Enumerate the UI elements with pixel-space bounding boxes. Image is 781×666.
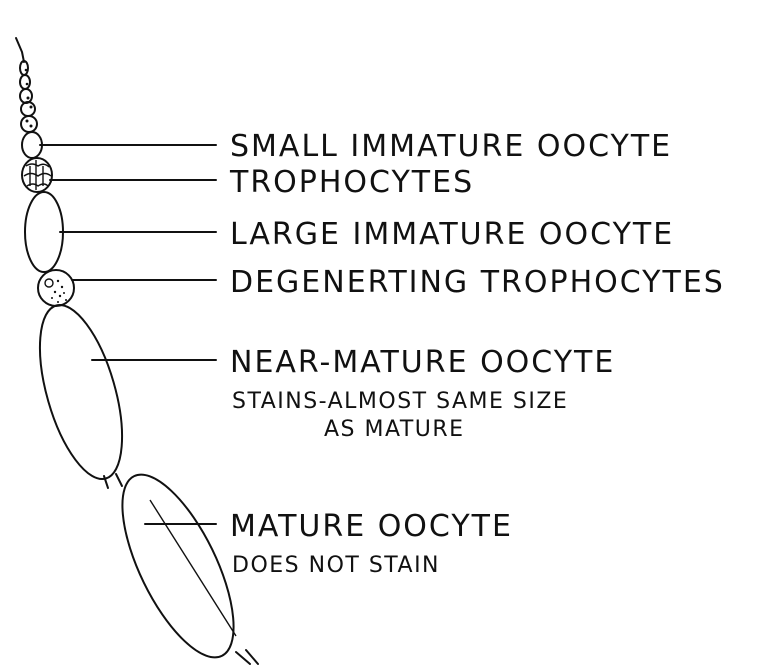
germarium	[20, 61, 37, 132]
trophocyte-cluster	[22, 158, 52, 192]
degenerating-trophocytes-shape	[38, 270, 74, 306]
interfollicular-stalk	[104, 474, 122, 488]
label-trophocytes: TROPHOCYTES	[229, 165, 474, 200]
large-immature-oocyte-shape	[25, 192, 63, 272]
ovariole-drawing	[16, 38, 258, 666]
labels: SMALL IMMATURE OOCYTE TROPHOCYTES LARGE …	[229, 129, 725, 578]
label-degenerating-trophocytes: DEGENERTING TROPHOCYTES	[230, 265, 725, 300]
note-mature: DOES NOT STAIN	[232, 553, 440, 578]
label-mature-oocyte: MATURE OOCYTE	[230, 509, 513, 544]
label-near-mature-oocyte: NEAR-MATURE OOCYTE	[230, 345, 615, 380]
note-near-mature-line1: STAINS-ALMOST SAME SIZE	[232, 389, 568, 414]
near-mature-oocyte-shape	[24, 296, 139, 488]
note-near-mature-line2: AS MATURE	[324, 417, 465, 442]
leader-lines	[40, 145, 216, 524]
label-small-immature-oocyte: SMALL IMMATURE OOCYTE	[230, 129, 672, 164]
terminal-filament	[16, 38, 24, 62]
label-large-immature-oocyte: LARGE IMMATURE OOCYTE	[230, 217, 674, 252]
pedicel	[236, 650, 258, 664]
